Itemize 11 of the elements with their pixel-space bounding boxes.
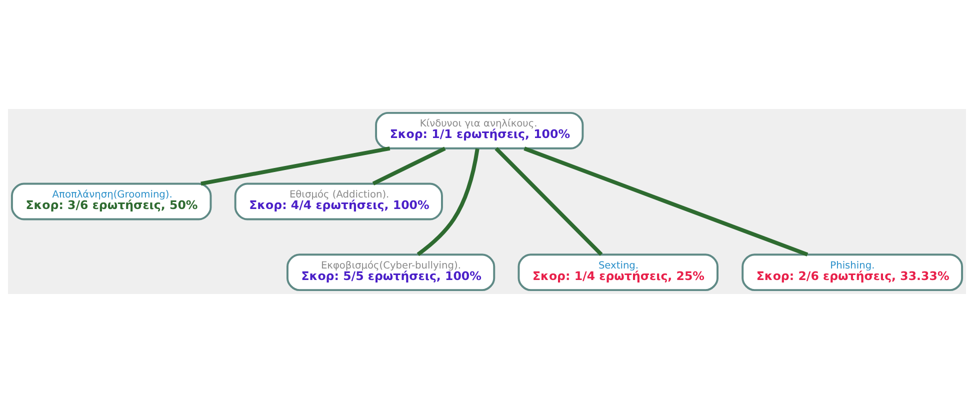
node-box: Phishing. Σκορ: 2/6 ερωτήσεις, 33.33% (742, 254, 964, 292)
connector (200, 146, 390, 186)
node-box: Κίνδυνοι για ανηλίκους. Σκορ: 1/1 ερωτήσεις, 100% (375, 112, 584, 150)
connector (372, 146, 446, 186)
node-box: Εκφοβισμός(Cyber-bullying). Σκορ: 5/5 ερωτήσεις, 100% (286, 254, 496, 292)
node-box: Εθισμός (Addiction). Σκορ: 4/4 ερωτήσεις, 100% (234, 182, 443, 220)
node-box: Αποπλάνηση(Grooming). Σκορ: 3/6 ερωτήσεις, 50% (10, 182, 212, 220)
connector (494, 147, 603, 256)
connector (416, 148, 480, 256)
connector (524, 146, 808, 256)
node-box: Sexting. Σκορ: 1/4 ερωτήσεις, 25% (518, 254, 718, 292)
